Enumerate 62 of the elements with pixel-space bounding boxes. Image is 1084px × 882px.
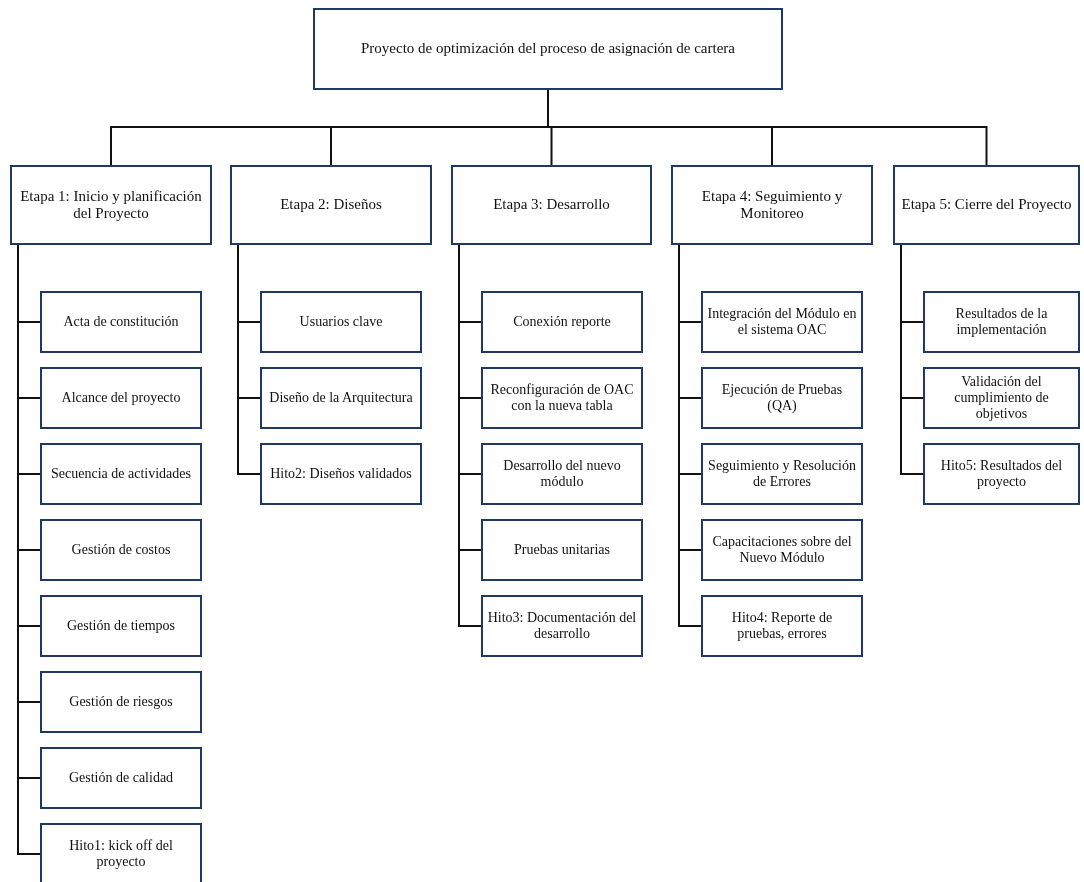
box-label: Etapa 5: Cierre del Proyecto xyxy=(901,196,1072,214)
box-label: Etapa 2: Diseños xyxy=(280,196,382,214)
task-box xyxy=(701,519,863,581)
box-label: Secuencia de actividades xyxy=(51,465,191,483)
box-label: Hito2: Diseños validados xyxy=(270,465,412,483)
box-label: Ejecución de Pruebas (QA) xyxy=(720,381,844,415)
box-label: Diseño de la Arquitectura xyxy=(269,389,413,407)
stage-box xyxy=(230,165,432,245)
box-label: Usuarios clave xyxy=(299,313,383,331)
box-label: Hito3: Documentación del desarrollo xyxy=(487,609,637,643)
task-box xyxy=(260,367,422,429)
box-label: Acta de constitución xyxy=(63,313,179,331)
stage-box xyxy=(893,165,1080,245)
task-box xyxy=(923,367,1080,429)
connector-line xyxy=(900,244,924,475)
task-box xyxy=(481,595,643,657)
box-label: Capacitaciones sobre del Nuevo Módulo xyxy=(711,533,853,567)
stage-box xyxy=(671,165,873,245)
task-box xyxy=(701,367,863,429)
task-box xyxy=(701,595,863,657)
box-label: Gestión de tiempos xyxy=(66,617,176,635)
box-label: Validación del cumplimiento de objetivos xyxy=(953,373,1050,423)
task-box xyxy=(481,443,643,505)
box-label: Etapa 4: Seguimiento y Monitoreo xyxy=(700,187,844,223)
task-box xyxy=(40,823,202,882)
box-label: Alcance del proyecto xyxy=(61,389,181,407)
connector-line xyxy=(237,244,261,475)
box-label: Integración del Módulo en el sistema OAC xyxy=(707,305,857,339)
box-label: Gestión de riesgos xyxy=(69,693,173,711)
task-box xyxy=(40,747,202,809)
stage-box xyxy=(10,165,212,245)
box-label: Hito1: kick off del proyecto xyxy=(68,837,174,871)
box-label: Hito4: Reporte de pruebas, errores xyxy=(730,609,834,643)
box-label: Etapa 3: Desarrollo xyxy=(493,196,610,214)
box-label: Hito5: Resultados del proyecto xyxy=(939,457,1064,491)
task-box xyxy=(481,291,643,353)
task-box xyxy=(40,291,202,353)
task-box xyxy=(481,519,643,581)
root-box xyxy=(313,8,783,90)
stage-box xyxy=(451,165,652,245)
task-box xyxy=(701,291,863,353)
box-label: Proyecto de optimización del proceso de asignación de cartera xyxy=(361,40,735,58)
task-box xyxy=(481,367,643,429)
box-label: Gestión de costos xyxy=(71,541,171,559)
task-box xyxy=(40,671,202,733)
task-box xyxy=(40,443,202,505)
task-box xyxy=(701,443,863,505)
task-box xyxy=(40,367,202,429)
box-label: Pruebas unitarias xyxy=(514,541,610,559)
box-label: Gestión de calidad xyxy=(68,769,174,787)
box-label: Resultados de la implementación xyxy=(954,305,1049,339)
box-label: Conexión reporte xyxy=(513,313,611,331)
task-box xyxy=(260,291,422,353)
box-label: Reconfiguración de OAC con la nueva tabla xyxy=(489,381,635,415)
task-box xyxy=(260,443,422,505)
box-label: Desarrollo del nuevo módulo xyxy=(502,457,622,491)
task-box xyxy=(923,443,1080,505)
task-box xyxy=(40,595,202,657)
task-box xyxy=(923,291,1080,353)
box-label: Seguimiento y Resolución de Errores xyxy=(707,457,857,491)
box-label: Etapa 1: Inicio y planificación del Proyecto xyxy=(19,187,203,223)
task-box xyxy=(40,519,202,581)
